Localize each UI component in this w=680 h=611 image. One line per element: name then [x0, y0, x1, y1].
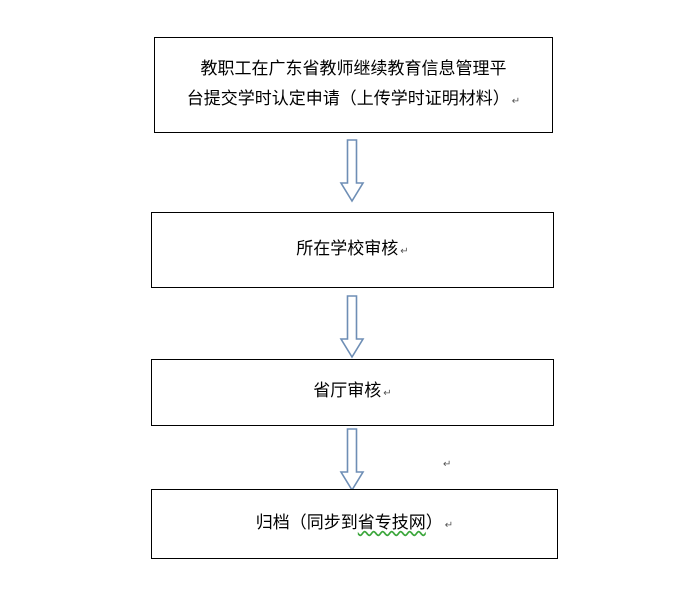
return-mark: ↵ — [511, 95, 521, 107]
down-arrow-icon — [339, 428, 365, 492]
step-1-line-1: 教职工在广东省教师继续教育信息管理平 — [200, 58, 507, 79]
down-arrow-icon — [339, 139, 365, 203]
step-box-archive: 归档（同步到省专技网）↵ — [151, 489, 558, 559]
step-4-text-wrap: 归档（同步到省专技网）↵ — [256, 508, 453, 541]
step-3-text: 省厅审核 — [313, 381, 382, 401]
return-mark: ↵ — [400, 245, 409, 257]
return-mark: ↵ — [444, 519, 454, 531]
step-4-prefix: 归档（同步到 — [255, 512, 358, 533]
step-1-line-2: 台提交学时认定申请（上传学时证明材料） — [186, 88, 510, 109]
step-3-text-wrap: 省厅审核↵ — [313, 376, 391, 409]
step-box-province-review: 省厅审核↵ — [151, 359, 554, 426]
return-mark: ↵ — [383, 388, 392, 399]
step-box-submit: 教职工在广东省教师继续教育信息管理平 台提交学时认定申请（上传学时证明材料）↵ — [154, 37, 553, 133]
step-4-squiggle-text: 省专技网 — [357, 512, 426, 533]
step-4-suffix: ） — [425, 512, 443, 533]
step-box-school-review: 所在学校审核↵ — [151, 212, 554, 288]
step-2-text-wrap: 所在学校审核↵ — [296, 234, 408, 267]
return-mark: ↵ — [443, 459, 452, 470]
step-2-text: 所在学校审核 — [296, 238, 399, 259]
down-arrow-icon — [339, 295, 365, 359]
step-1-line-2-wrap: 台提交学时认定申请（上传学时证明材料）↵ — [187, 84, 520, 117]
